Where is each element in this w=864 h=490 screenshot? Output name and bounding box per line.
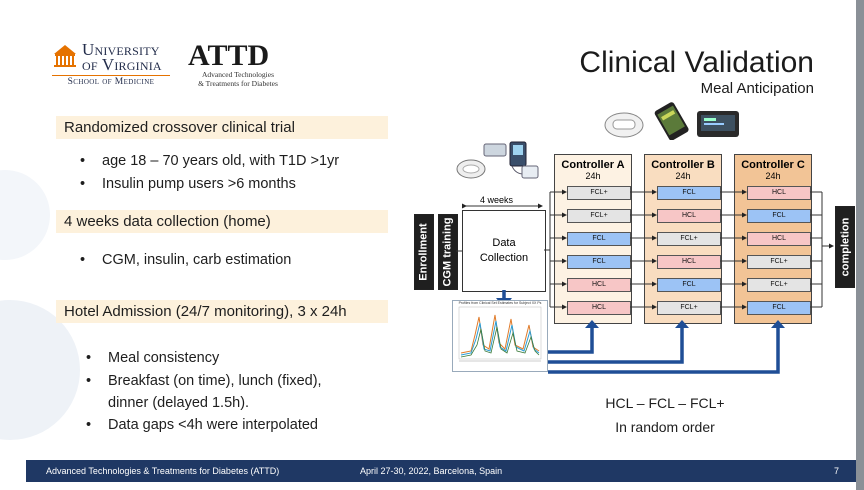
slide-subtitle: Meal Anticipation	[700, 80, 814, 97]
thumbnail-title: Profiles from Clinical Set Estimates for…	[458, 301, 542, 305]
controller-a-duration: 24h	[585, 171, 601, 181]
controller-a-cell: FCL	[567, 232, 631, 246]
controller-c-cell: FCL+	[747, 255, 811, 269]
footer-center: April 27-30, 2022, Barcelona, Spain	[360, 466, 503, 476]
bullet-text: Meal consistency	[108, 350, 220, 366]
bullet-text: Breakfast (on time), lunch (fixed),	[108, 373, 322, 389]
section-header: Hotel Admission (24/7 monitoring), 3 x 2…	[56, 300, 388, 323]
controller-a-cell: HCL	[567, 301, 631, 315]
controller-b-cell: FCL+	[657, 232, 721, 246]
cgm-training-block: CGM training	[438, 214, 458, 290]
cgm-sensor-icon	[456, 159, 486, 179]
bullet-text: Insulin pump users >6 months	[102, 176, 296, 192]
bullet-item: dinner (delayed 1.5h).	[86, 392, 249, 414]
controller-c-duration: 24h	[765, 171, 781, 181]
cgm-plot-thumbnail: Profiles from Clinical Set Estimates for…	[452, 300, 548, 372]
controller-b-cell: FCL	[657, 278, 721, 292]
sensor-pod-icon	[604, 112, 644, 138]
controller-a-cell: HCL	[567, 278, 631, 292]
bullet-dot: •	[86, 417, 92, 433]
controller-c-cell: HCL	[747, 186, 811, 200]
uva-line1: University	[82, 40, 160, 59]
uva-school: School of Medicine	[52, 75, 170, 87]
cgm-training-label: CGM training	[442, 217, 454, 287]
insulin-pump-icon	[483, 141, 539, 179]
bullet-item: • Meal consistency	[86, 347, 219, 369]
section-header: 4 weeks data collection (home)	[56, 210, 388, 233]
footer-left: Advanced Technologies & Treatments for D…	[46, 466, 280, 476]
bullet-dot: •	[80, 176, 86, 192]
bullet-item: • Insulin pump users >6 months	[80, 173, 296, 195]
enrollment-label: Enrollment	[418, 223, 431, 281]
bullet-item: • age 18 – 70 years old, with T1D >1yr	[80, 150, 339, 172]
bullet-item: • Data gaps <4h were interpolated	[86, 414, 318, 436]
slide-title: Clinical Validation	[579, 46, 814, 79]
controller-a-cell: FCL+	[567, 209, 631, 223]
attd-wordmark: ATTD	[188, 39, 270, 72]
uva-logo: University of Virginia School of Medicin…	[52, 40, 172, 90]
controller-a-cell: FCL	[567, 255, 631, 269]
bullet-text: CGM, insulin, carb estimation	[102, 252, 292, 268]
attd-logo: ATTD Advanced Technologies & Treatments …	[188, 39, 288, 92]
attd-subtitle-line1: Advanced Technologies	[201, 70, 275, 79]
bullet-dot: •	[86, 373, 92, 389]
controller-c-cell: HCL	[747, 232, 811, 246]
uva-line2: of Virginia	[82, 55, 162, 74]
controller-c-cell: FCL	[747, 301, 811, 315]
bullet-dot: •	[80, 153, 86, 169]
controller-device-icon	[697, 111, 739, 137]
decorative-circle	[0, 170, 50, 260]
data-collection-text: Data Collection	[480, 236, 528, 266]
footer-bar: Advanced Technologies & Treatments for D…	[26, 460, 856, 482]
controller-b-cell: FCL+	[657, 301, 721, 315]
controller-c-cell: FCL+	[747, 278, 811, 292]
bullet-text: Data gaps <4h were interpolated	[108, 417, 318, 433]
bullet-item: • CGM, insulin, carb estimation	[80, 249, 291, 271]
bullet-dot: •	[80, 252, 86, 268]
completion-block: completion	[835, 206, 855, 288]
controller-c-title: Controller C	[741, 159, 805, 171]
controller-b-cell: HCL	[657, 255, 721, 269]
completion-label: completion	[839, 217, 852, 277]
page-number: 7	[834, 466, 840, 476]
glucose-traces-icon	[458, 306, 542, 362]
summary-line1: HCL – FCL – FCL+	[605, 395, 725, 411]
summary-line2: In random order	[615, 419, 715, 435]
bullet-item: • Breakfast (on time), lunch (fixed),	[86, 370, 322, 392]
controller-b-duration: 24h	[675, 171, 691, 181]
rotunda-icon	[54, 45, 76, 67]
controller-b-cell: FCL	[657, 186, 721, 200]
controller-b-cell: HCL	[657, 209, 721, 223]
attd-subtitle-line2: & Treatments for Diabetes	[198, 79, 278, 88]
data-collection-line1: Data	[492, 237, 516, 249]
controller-b-title: Controller B	[651, 159, 715, 171]
section-header: Randomized crossover clinical trial	[56, 116, 388, 139]
data-collection-box: Data Collection	[462, 210, 546, 292]
attd-subtitle: Advanced Technologies & Treatments for D…	[188, 70, 288, 88]
controller-a-cell: FCL+	[567, 186, 631, 200]
smartphone-icon	[654, 102, 689, 140]
enrollment-block: Enrollment	[414, 214, 434, 290]
weeks-label: 4 weeks	[480, 195, 514, 205]
uva-wordmark: University of Virginia	[82, 40, 162, 74]
data-collection-line2: Collection	[479, 252, 529, 264]
controller-c-cell: FCL	[747, 209, 811, 223]
bullet-text: dinner (delayed 1.5h).	[108, 395, 250, 411]
controller-a-title: Controller A	[561, 159, 625, 171]
window-edge	[856, 0, 864, 490]
bullet-dot: •	[86, 350, 92, 366]
bullet-text: age 18 – 70 years old, with T1D >1yr	[102, 153, 340, 169]
